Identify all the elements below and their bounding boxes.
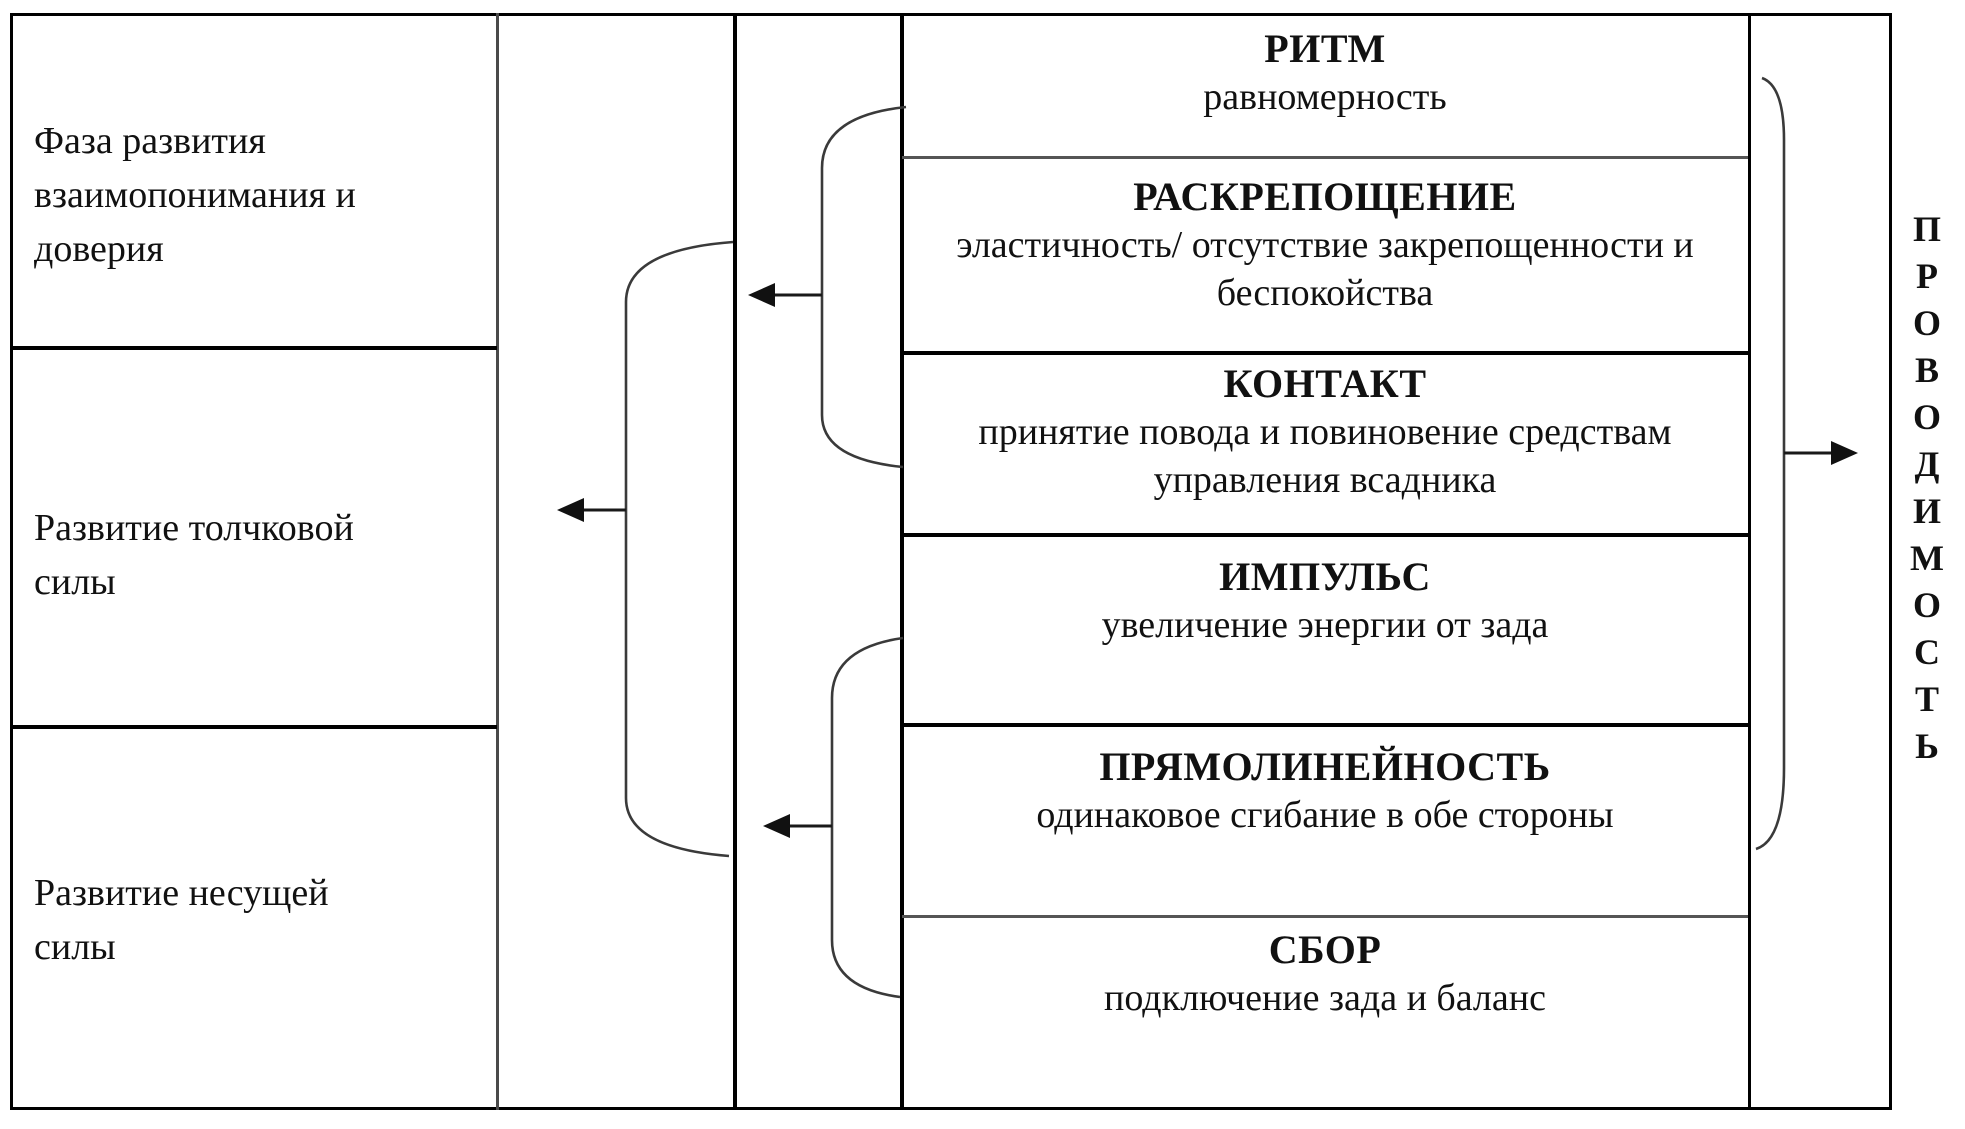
box-title: РАСКРЕПОЩЕНИЕ: [1133, 174, 1517, 219]
scale-box-contact: КОНТАКТ принятие повода и повиновение ср…: [902, 355, 1748, 533]
vertical-letter: О: [1912, 585, 1941, 625]
phase-row-trust: Фаза развития взаимопонимания и доверия: [10, 13, 497, 346]
vertical-letter: Р: [1916, 256, 1938, 296]
scale-box-impulsion: ИМПУЛЬС увеличение энергии от зада: [902, 537, 1748, 723]
throughness-vertical-label: П Р О В О Д И М О С Т Ь: [1899, 206, 1955, 770]
vertical-letter: О: [1912, 397, 1941, 437]
phase-row-pushing-power: Развитие толчковой силы: [10, 350, 497, 725]
box-description: управления всадника: [1153, 459, 1497, 501]
scale-boxes-left-edge: [900, 13, 904, 1110]
scale-box-relaxation: РАСКРЕПОЩЕНИЕ эластичность/ отсутствие з…: [902, 159, 1748, 351]
phase-text-line: доверия: [34, 227, 164, 270]
box-title: СБОР: [1268, 927, 1382, 972]
box-divider-5: [902, 915, 1748, 918]
box-title: ПРЯМОЛИНЕЙНОСТЬ: [1099, 744, 1551, 789]
box-description: беспокойства: [1216, 272, 1434, 314]
scale-box-collection: СБОР подключение зада и баланс: [902, 918, 1748, 1110]
box-divider-4: [902, 723, 1748, 727]
phase-row-carrying-power: Развитие несущей силы: [10, 729, 497, 1110]
phase-text-line: взаимопонимания и: [34, 173, 356, 216]
vertical-letter: М: [1910, 538, 1944, 578]
box-title: ИМПУЛЬС: [1219, 554, 1431, 599]
scale-box-rhythm: РИТМ равномерность: [902, 13, 1748, 156]
scale-box-straightness: ПРЯМОЛИНЕЙНОСТЬ одинаковое сгибание в об…: [902, 727, 1748, 915]
box-description: эластичность/ отсутствие закрепощенности…: [956, 224, 1694, 266]
box-description: увеличение энергии от зада: [1101, 604, 1549, 646]
vertical-letter: П: [1912, 209, 1941, 249]
vertical-letter: С: [1914, 632, 1940, 672]
vertical-letter: Ь: [1915, 726, 1939, 766]
box-divider-1: [902, 156, 1748, 159]
box-description: подключение зада и баланс: [1104, 977, 1546, 1019]
phase-row-divider-1: [10, 346, 497, 350]
scale-boxes-right-edge: [1748, 13, 1751, 1110]
phase-text-line: силы: [34, 561, 116, 603]
column-divider-middle: [733, 13, 737, 1110]
phase-text-line: Развитие несущей: [34, 871, 329, 914]
phase-text-line: Развитие толчковой: [34, 507, 354, 549]
vertical-letter: Т: [1914, 679, 1939, 719]
phase-row-divider-2: [10, 725, 497, 729]
phase-text-line: Фаза развития: [34, 119, 266, 162]
box-divider-3: [902, 533, 1748, 537]
box-description: равномерность: [1203, 76, 1447, 118]
vertical-letter: О: [1912, 303, 1941, 343]
box-title: РИТМ: [1264, 26, 1386, 71]
outer-border: [10, 13, 1892, 1110]
phase-text-line: силы: [34, 925, 116, 968]
vertical-letter: В: [1914, 350, 1939, 390]
vertical-letter: Д: [1914, 444, 1940, 484]
box-divider-2: [902, 351, 1748, 355]
vertical-letter: И: [1912, 491, 1941, 531]
column-divider-phases: [496, 13, 499, 1110]
box-title: КОНТАКТ: [1223, 361, 1427, 406]
box-description: принятие повода и повиновение средствам: [978, 411, 1672, 453]
box-description: одинаковое сгибание в обе стороны: [1036, 794, 1614, 836]
